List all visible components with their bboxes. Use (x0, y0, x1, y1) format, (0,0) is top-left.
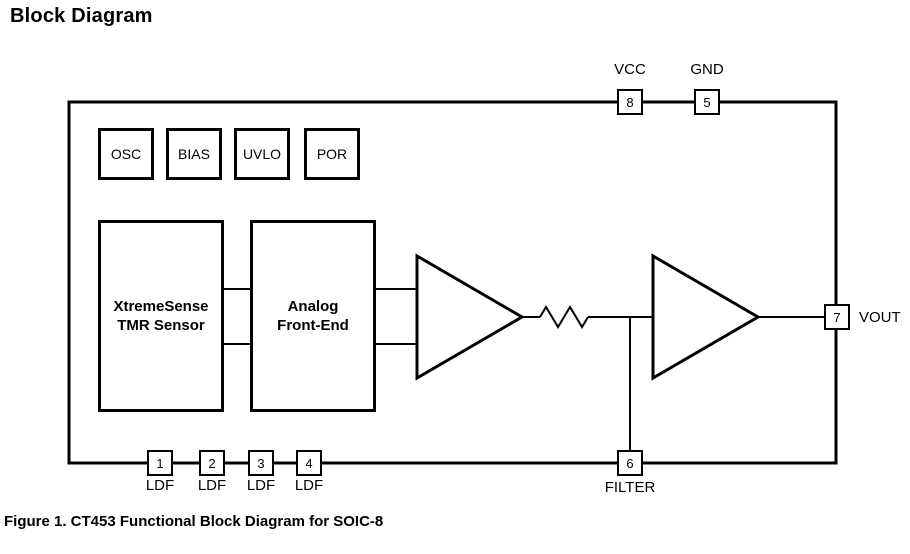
block-bias-label: BIAS (178, 146, 210, 162)
afe-label-line2: Front-End (277, 317, 349, 334)
block-osc-label: OSC (110, 146, 142, 162)
block-osc: OSC (98, 128, 154, 180)
pin-1-ldf: 1 (147, 450, 173, 476)
pin-1-number: 1 (156, 455, 164, 471)
pin-8-vcc: 8 (617, 89, 643, 115)
block-analog-front-end: Analog Front-End (250, 220, 376, 412)
resistor-symbol (539, 305, 589, 329)
pin-label-ldf-4: LDF (294, 477, 324, 494)
block-por-label: POR (316, 146, 348, 162)
figure-caption: Figure 1. CT453 Functional Block Diagram… (4, 513, 384, 530)
page-title: Block Diagram (10, 5, 153, 27)
pin-5-number: 5 (703, 94, 711, 110)
pin-label-gnd: GND (690, 61, 724, 78)
pin-label-ldf-2: LDF (197, 477, 227, 494)
pin-3-ldf: 3 (248, 450, 274, 476)
pin-label-ldf-1: LDF (145, 477, 175, 494)
tmr-sensor-label-line1: XtremeSense (113, 297, 209, 315)
pin-7-vout: 7 (824, 304, 850, 330)
pin-2-number: 2 (208, 455, 216, 471)
block-tmr-sensor: XtremeSense TMR Sensor (98, 220, 224, 412)
pin-3-number: 3 (257, 455, 265, 471)
block-por: POR (304, 128, 360, 180)
pin-6-filter: 6 (617, 450, 643, 476)
pin-2-ldf: 2 (199, 450, 225, 476)
amplifier-symbol-2 (651, 253, 761, 381)
block-bias: BIAS (166, 128, 222, 180)
pin-7-number: 7 (833, 309, 841, 325)
pin-label-vout: VOUT (859, 309, 901, 326)
pin-4-number: 4 (305, 455, 313, 471)
chip-outline (67, 100, 838, 465)
pin-8-number: 8 (626, 94, 634, 110)
pin-6-number: 6 (626, 455, 634, 471)
tmr-sensor-label-line2: TMR Sensor (117, 317, 205, 334)
pin-label-ldf-3: LDF (246, 477, 276, 494)
amplifier-symbol-1 (415, 253, 525, 381)
afe-label-line1: Analog (287, 297, 339, 315)
block-uvlo: UVLO (234, 128, 290, 180)
pin-5-gnd: 5 (694, 89, 720, 115)
pin-label-filter: FILTER (604, 479, 656, 496)
block-uvlo-label: UVLO (242, 146, 282, 162)
pin-label-vcc: VCC (614, 61, 646, 78)
pin-4-ldf: 4 (296, 450, 322, 476)
